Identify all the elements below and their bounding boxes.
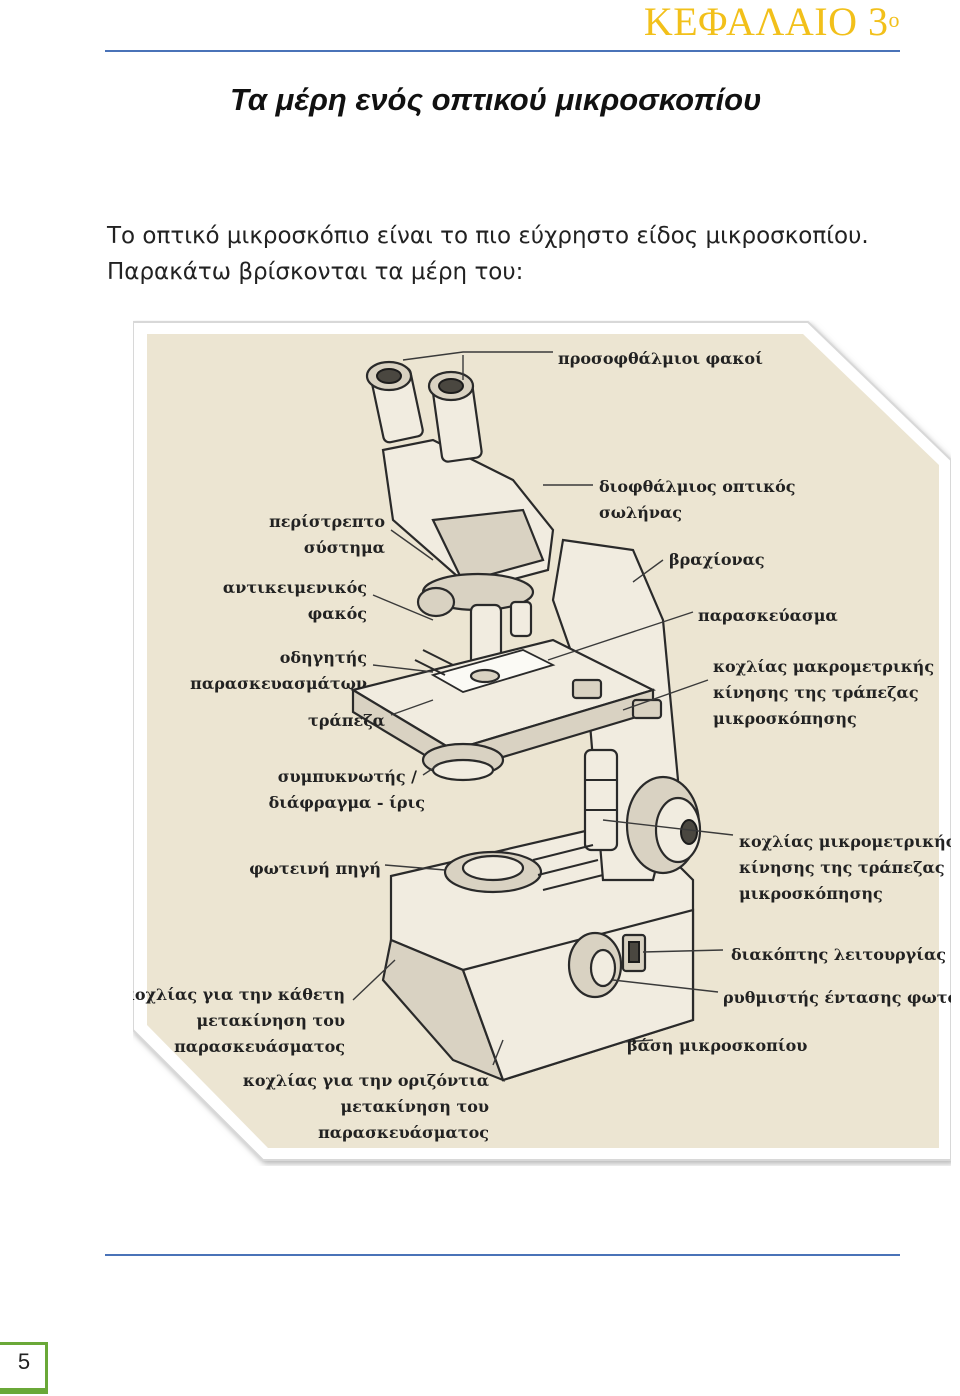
label-fine-2: κίνησης της τράπεζας bbox=[739, 858, 945, 877]
label-coarse-3: μικροσκόπησης bbox=[713, 709, 857, 728]
microscope-drawing bbox=[350, 360, 702, 1082]
page-number: 5 bbox=[17, 1349, 31, 1374]
label-vertical-screw-3: παρασκευάσματος bbox=[174, 1037, 345, 1056]
labels-left: περίστρεπτο σύστημα αντικειμενικός φακός… bbox=[133, 512, 489, 1142]
label-objective-2: φακός bbox=[308, 604, 367, 623]
label-light-intensity: ρυθμιστής έντασης φωτός bbox=[723, 988, 951, 1007]
chapter-superscript: ο bbox=[888, 7, 900, 32]
labels-right: προσοφθάλμιοι φακοί διοφθάλμιος οπτικός … bbox=[558, 349, 951, 1055]
label-base: βάση μικροσκοπίου bbox=[627, 1036, 807, 1055]
label-objective-1: αντικειμενικός bbox=[223, 578, 367, 597]
label-coarse-2: κίνησης της τράπεζας bbox=[713, 683, 919, 702]
label-nosepiece-2: σύστημα bbox=[304, 538, 385, 557]
page-subtitle: Τα μέρη ενός οπτικού μικροσκοπίου bbox=[230, 82, 762, 117]
label-vertical-screw-2: μετακίνηση του bbox=[196, 1011, 345, 1030]
chapter-word: ΚΕΦΑΛΑΙΟ 3 bbox=[643, 0, 889, 44]
label-slide-guide-1: οδηγητής bbox=[280, 648, 367, 667]
label-arm: βραχίονας bbox=[669, 550, 765, 569]
label-condenser-2: διάφραγμα - ίρις bbox=[269, 793, 425, 812]
label-horizontal-screw-2: μετακίνηση του bbox=[340, 1097, 489, 1116]
intro-line-2: Παρακάτω βρίσκονται τα μέρη του: bbox=[107, 259, 524, 285]
intro-paragraph: Το οπτικό μικροσκόπιο είναι το πιο εύχρη… bbox=[107, 218, 927, 290]
label-nosepiece-1: περίστρεπτο bbox=[269, 512, 385, 531]
eyepieces bbox=[365, 360, 483, 463]
page-number-bar bbox=[0, 1388, 48, 1394]
intro-line-1: Το οπτικό μικροσκόπιο είναι το πιο εύχρη… bbox=[107, 223, 869, 249]
header-rule bbox=[105, 50, 900, 52]
chapter-heading: ΚΕΦΑΛΑΙΟ 3ο bbox=[644, 0, 900, 44]
microscope-figure: προσοφθάλμιοι φακοί διοφθάλμιος οπτικός … bbox=[133, 321, 951, 1161]
label-horizontal-screw-3: παρασκευάσματος bbox=[318, 1123, 489, 1142]
label-fine-1: κοχλίας μικρομετρικής bbox=[739, 832, 951, 851]
label-vertical-screw-1: κοχλίας για την κάθετη bbox=[133, 985, 345, 1004]
label-binocular-tube-2: σωλήνας bbox=[599, 503, 682, 522]
page-number-box bbox=[0, 1342, 48, 1392]
label-stage: τράπεζα bbox=[308, 711, 385, 730]
label-condenser-1: συμπυκνωτής / bbox=[278, 767, 417, 786]
label-power-switch: διακόπτης λειτουργίας bbox=[731, 945, 946, 964]
leader-lines bbox=[352, 351, 734, 1066]
label-binocular-tube-1: διοφθάλμιος οπτικός bbox=[599, 477, 796, 496]
label-light-source: φωτεινή πηγή bbox=[249, 859, 381, 878]
label-fine-3: μικροσκόπησης bbox=[739, 884, 883, 903]
label-specimen: παρασκεύασμα bbox=[698, 606, 838, 625]
label-coarse-1: κοχλίας μακρομετρικής bbox=[713, 657, 934, 676]
label-horizontal-screw-1: κοχλίας για την οριζόντια bbox=[243, 1071, 489, 1090]
focus-knobs bbox=[583, 748, 702, 875]
label-slide-guide-2: παρασκευασμάτων bbox=[190, 674, 367, 693]
label-eyepieces: προσοφθάλμιοι φακοί bbox=[558, 349, 763, 368]
footer-rule bbox=[105, 1254, 900, 1256]
